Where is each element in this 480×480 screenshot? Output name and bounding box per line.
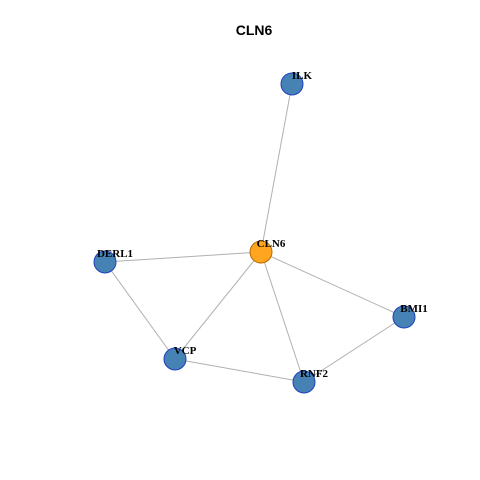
edge-rnf2-bmi1 (303, 316, 405, 383)
node-circle-rnf2 (292, 370, 316, 394)
diagram-title: CLN6 (236, 22, 273, 38)
edge-vcp-rnf2 (174, 358, 305, 383)
node-bmi1: BMI1 (392, 303, 428, 329)
node-label-vcp: VCP (174, 345, 197, 357)
node-label-rnf2: RNF2 (300, 368, 329, 380)
node-circle-derl1 (93, 250, 117, 274)
node-circle-ilk (280, 72, 304, 96)
node-label-ilk: ILK (292, 70, 313, 82)
node-vcp: VCP (163, 345, 197, 371)
node-ilk: ILK (280, 70, 313, 96)
node-circle-cln6 (249, 240, 273, 264)
edge-derl1-vcp (104, 261, 176, 360)
node-label-derl1: DERL1 (97, 248, 133, 260)
edge-cln6-vcp (174, 251, 262, 360)
node-rnf2: RNF2 (292, 368, 329, 394)
edge-cln6-bmi1 (260, 251, 405, 318)
node-label-bmi1: BMI1 (400, 303, 428, 315)
edge-cln6-rnf2 (260, 251, 305, 383)
node-label-cln6: CLN6 (257, 238, 286, 250)
node-circle-vcp (163, 347, 187, 371)
edge-layer (104, 83, 405, 383)
edge-cln6-ilk (260, 83, 293, 253)
node-cln6: CLN6 (249, 238, 286, 264)
node-circle-bmi1 (392, 305, 416, 329)
node-derl1: DERL1 (93, 248, 133, 274)
edge-cln6-derl1 (104, 251, 262, 263)
